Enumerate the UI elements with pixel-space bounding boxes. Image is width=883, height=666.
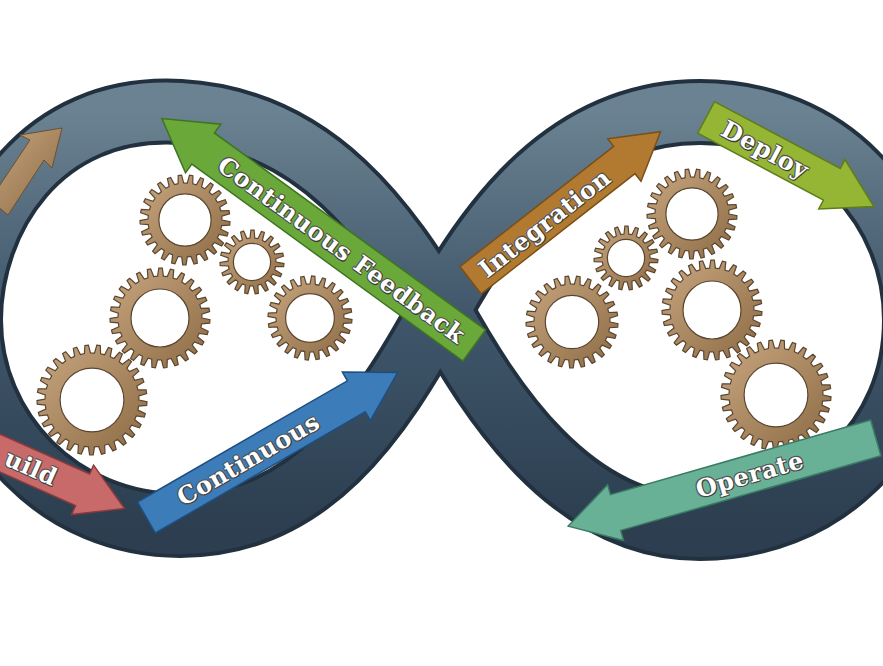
infinity-band: [0, 112, 883, 528]
gear: [647, 169, 737, 259]
gear: [110, 268, 210, 368]
gear: [140, 175, 230, 265]
arrow-body: [0, 423, 135, 533]
gear-hole: [683, 281, 741, 339]
gear: [220, 230, 284, 294]
gear-hole: [607, 239, 644, 276]
gear: [526, 276, 618, 368]
gear-hole: [131, 289, 189, 347]
arrow-body: [693, 93, 883, 232]
gear-hole: [666, 188, 718, 240]
gear: [268, 276, 352, 360]
gear: [594, 226, 658, 290]
gear: [662, 260, 762, 360]
arrow-body: [144, 94, 492, 369]
gear-hole: [545, 295, 598, 348]
arrow-body: [560, 410, 883, 554]
plan-arrow: [0, 128, 62, 215]
gear-hole: [233, 243, 270, 280]
infinity-band-edge: [0, 112, 883, 528]
gear-hole: [286, 294, 335, 343]
gear-hole: [159, 194, 211, 246]
gear-hole: [60, 368, 124, 432]
gear: [721, 340, 831, 450]
arrow-body: [132, 348, 411, 541]
arrow-body: [454, 111, 677, 302]
gear: [37, 345, 147, 455]
gear-hole: [744, 363, 808, 427]
